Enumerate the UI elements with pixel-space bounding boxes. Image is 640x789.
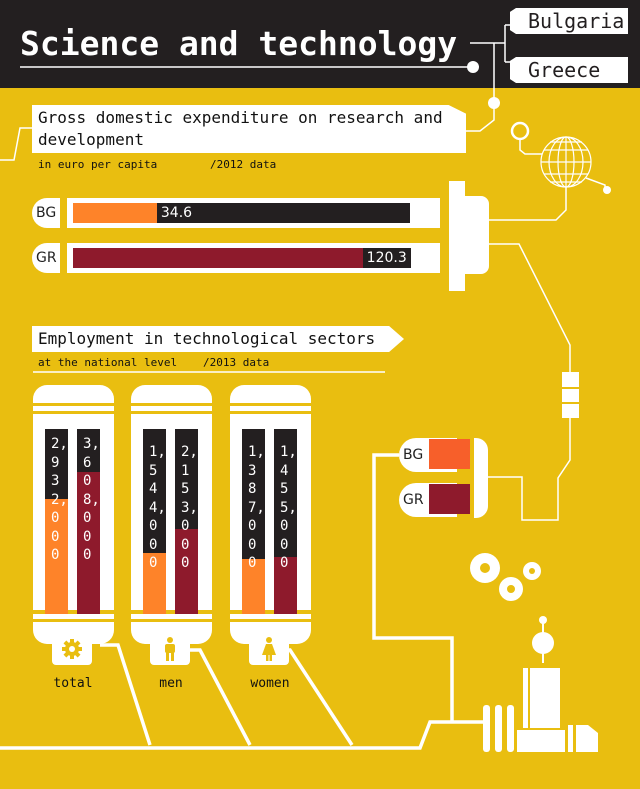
gear-icon [52,633,92,665]
employment-bar-fill [175,529,198,614]
category-label-men: men [159,676,183,691]
employment-bar-gr: 1,455,000 [274,429,297,614]
legend-label-gr: GR [403,492,424,508]
page-title: Science and technology [20,24,458,63]
employment-bar-fill [77,471,100,614]
employment-value: 1,455,000 [280,444,297,571]
employment-section-title: Employment in technological sectors [32,326,404,352]
machine-icon [483,616,598,752]
rd-label-gr: GR [32,243,60,273]
category-label-total: total [53,676,93,691]
employment-subtitle: at the national level [38,356,178,369]
rd-label-bg: BG [32,198,60,228]
rd-bar-fill-gr [73,248,365,268]
employment-bar-gr: 2,153,000 [175,429,198,614]
employment-bar-fill [242,559,265,614]
globe-icon [540,136,592,188]
legend-swatch-gr [429,484,470,514]
gears-icon [470,553,541,601]
employment-column-women: 1,387,000 1,455,000 [230,385,311,644]
employment-value: 2,932,000 [51,436,68,563]
rd-bar-bg: 34.6 [67,198,440,228]
employment-bar-gr: 3,608,000 [77,429,100,614]
woman-icon [249,633,289,665]
employment-note: /2013 data [203,356,270,369]
legend-swatch-bg [429,439,470,469]
category-label-women: women [250,676,290,691]
employment-bar-fill [143,553,166,614]
rd-value-bg: 34.6 [160,205,193,221]
employment-bar-bg: 2,932,000 [45,429,68,614]
rd-bar-gr: 120.3 [67,243,440,273]
employment-bar-fill [45,498,68,614]
rd-note: /2012 data [210,158,277,171]
employment-value: 1,544,000 [149,444,166,571]
rd-bar-fill-bg [73,203,157,223]
employment-column-total: 2,932,000 3,608,000 [33,385,114,644]
rd-subtitle: in euro per capita [38,158,158,171]
legend-label-bg: BG [403,447,424,463]
legend-connector [474,438,488,518]
rd-value-gr: 120.3 [362,248,411,268]
employment-value: 1,387,000 [248,444,265,571]
employment-bar-fill [274,556,297,614]
man-icon [150,633,190,665]
employment-value: 2,153,000 [181,444,198,571]
employment-value: 3,608,000 [83,436,100,563]
employment-bar-bg: 1,544,000 [143,429,166,614]
country-greece: Greece [510,57,628,83]
connector-plug [449,181,489,291]
employment-bar-bg: 1,387,000 [242,429,265,614]
rd-section-title: Gross domestic expenditure on research a… [32,105,466,153]
country-bulgaria: Bulgaria [510,8,628,34]
employment-column-men: 1,544,000 2,153,000 [131,385,212,644]
